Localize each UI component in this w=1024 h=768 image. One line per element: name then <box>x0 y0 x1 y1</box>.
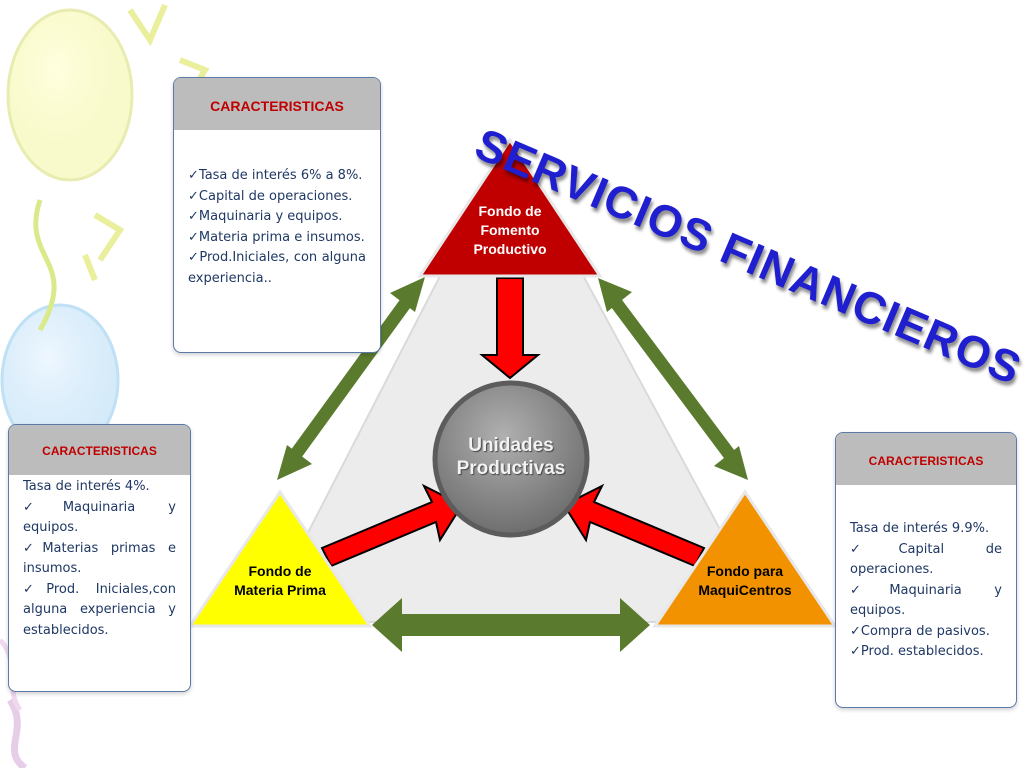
card-maqui-header: CARACTERISTICAS <box>836 433 1016 485</box>
center-label: Unidades Productivas <box>436 434 586 480</box>
list-item: Capital de operaciones. <box>850 540 1002 581</box>
green-arrow-left <box>277 277 425 480</box>
fondo-maqui-label: Fondo para MaquiCentros <box>675 562 815 600</box>
list-item: Prod. Iniciales,con alguna experiencia y… <box>23 580 176 642</box>
fondo-materia-line1: Fondo de <box>248 563 312 579</box>
card-fomento: CARACTERISTICAS Tasa de interés 6% a 8%.… <box>173 77 381 353</box>
list-item: Tasa de interés 9.9%. <box>850 521 990 536</box>
unidades-circle <box>432 380 590 538</box>
list-item: Capital de operaciones. <box>188 187 366 208</box>
center-label-line1: Unidades <box>468 435 554 456</box>
fondo-fomento-line1: Fondo de <box>478 203 542 219</box>
fondo-fomento-triangle <box>417 137 603 278</box>
list-item: Maquinaria y equipos. <box>23 498 176 539</box>
list-item: Maquinaria y equipos. <box>188 207 366 228</box>
list-item: Maquinaria y equipos. <box>850 581 1002 622</box>
list-item: Materias primas e insumos. <box>23 539 176 580</box>
list-item: Tasa de interés 6% a 8%. <box>188 166 366 187</box>
list-item: Prod. establecidos. <box>850 642 1002 663</box>
list-item: Prod.Iniciales, con alguna experiencia.. <box>188 248 366 289</box>
card-fomento-list: Tasa de interés 6% a 8%. Capital de oper… <box>174 130 380 289</box>
fondo-fomento-label: Fondo de Fomento Productivo <box>450 202 570 259</box>
card-maqui: CARACTERISTICAS Tasa de interés 9.9%. Ca… <box>835 432 1017 708</box>
card-materia-header: CARACTERISTICAS <box>9 425 190 475</box>
list-item: Materia prima e insumos. <box>188 228 366 249</box>
fondo-materia-label: Fondo de Materia Prima <box>210 562 350 600</box>
card-materia: CARACTERISTICAS Tasa de interés 4%. Maqu… <box>8 424 191 692</box>
fondo-maqui-line2: MaquiCentros <box>698 582 792 598</box>
red-arrow-right-up <box>562 483 706 568</box>
fondo-fomento-line2: Fomento <box>480 222 540 238</box>
card-materia-list: Tasa de interés 4%. Maquinaria y equipos… <box>9 475 190 641</box>
fondo-maqui-line1: Fondo para <box>706 563 784 579</box>
fondo-fomento-line3: Productivo <box>473 241 547 257</box>
list-item: Compra de pasivos. <box>850 622 1002 643</box>
center-label-line2: Productivas <box>456 458 566 479</box>
card-maqui-list: Tasa de interés 9.9%. Capital de operaci… <box>836 485 1016 663</box>
red-arrow-left-up <box>320 483 464 568</box>
red-arrow-down <box>479 277 541 380</box>
fondo-materia-line2: Materia Prima <box>234 582 326 598</box>
green-arrow-right <box>598 278 748 480</box>
fondo-materia-triangle <box>187 489 373 628</box>
card-fomento-header: CARACTERISTICAS <box>174 78 380 130</box>
fondo-maqui-triangle <box>652 489 838 628</box>
green-arrow-bottom <box>372 598 650 652</box>
list-item: Tasa de interés 4%. <box>23 479 150 494</box>
